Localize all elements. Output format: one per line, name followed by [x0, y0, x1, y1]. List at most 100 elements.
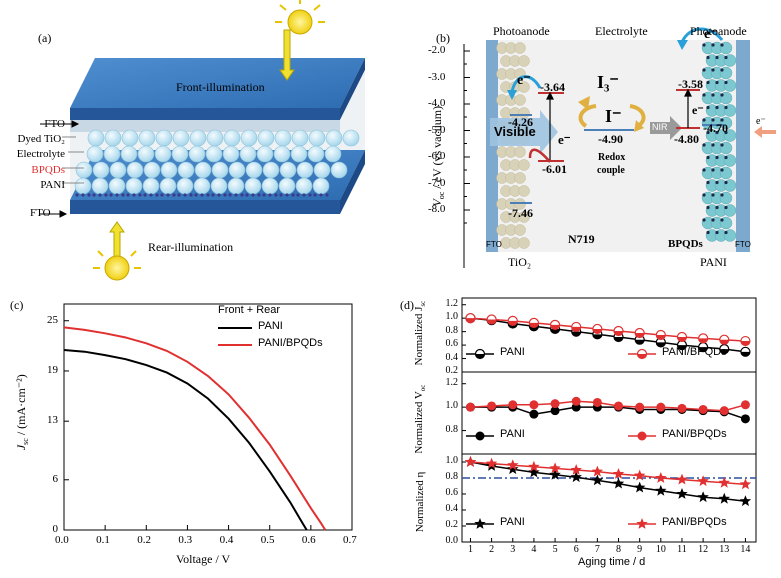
- d-series-markers: [465, 313, 751, 347]
- electron-label-right: e⁻: [692, 103, 704, 117]
- rear-sun-icon: [93, 221, 141, 281]
- c-series-line: [63, 326, 327, 531]
- d-point: [487, 401, 497, 411]
- panel-d: (d) Normalized Jsc Normalized Voc Normal…: [390, 290, 781, 573]
- d-series-markers: [465, 396, 750, 416]
- level-6.01: -6.01: [542, 162, 567, 176]
- d-legend-label: PANI/BPQDs: [662, 428, 727, 440]
- fto-right-label: FTO: [735, 240, 751, 249]
- panel-b: (b) Photoanode Electrolyte Photoanode Vo…: [390, 0, 781, 285]
- d-y-tick-label: 1.0: [445, 400, 459, 412]
- d-legend-label: PANI/BPQDs: [662, 516, 727, 528]
- fto-left-label: FTO: [486, 240, 502, 249]
- level-7.46: -7.46: [508, 206, 533, 220]
- c-plot-frame: [63, 303, 353, 531]
- d-point: [485, 457, 498, 469]
- d-point: [739, 495, 752, 507]
- d-point: [550, 399, 560, 409]
- d-legend-label: PANI: [500, 346, 525, 358]
- b-y-tick-label: -3.0: [428, 70, 446, 83]
- panel-label-a: (a): [38, 31, 52, 45]
- c-legend-label: PANI: [258, 320, 283, 332]
- d-point: [614, 401, 624, 411]
- d-point: [529, 400, 539, 410]
- d-point: [591, 465, 604, 477]
- d-y-tick-label: 0.2: [445, 365, 459, 376]
- d-x-tick-label: 13: [719, 544, 730, 555]
- c-y-tick-label: 0: [52, 523, 59, 535]
- d-x-tick-label: 14: [740, 544, 751, 555]
- panel-a: (a) Front-illumination Rear-illumination…: [0, 0, 390, 285]
- d-point: [634, 469, 646, 481]
- d-point: [612, 477, 625, 489]
- front-illumination-label: Front-illumination: [176, 80, 265, 94]
- d-point: [719, 406, 729, 416]
- d-point: [549, 462, 561, 474]
- level-3.64: -3.64: [540, 80, 565, 94]
- iodide-label: I⁻: [605, 106, 622, 126]
- d-y-tick-label: 0.6: [445, 338, 459, 350]
- level-4.70: -4.70: [703, 121, 728, 135]
- b-y-tick-label: -4.0: [428, 97, 446, 109]
- d-point: [592, 397, 602, 407]
- c-legend-title: Front + Rear: [218, 304, 281, 316]
- d-point: [718, 492, 730, 504]
- d-point: [549, 468, 561, 480]
- layer-dyed-tio2: Dyed TiO₂: [17, 133, 65, 146]
- c-x-tick-label: 0.5: [260, 534, 275, 546]
- d-point: [550, 406, 560, 416]
- d-point: [508, 400, 518, 410]
- d-point: [655, 484, 667, 496]
- level-3.58: -3.58: [678, 77, 703, 91]
- d-point: [507, 459, 519, 471]
- d-legend-marker: [636, 518, 648, 529]
- d-x-axis-title: Aging time / d: [578, 556, 646, 568]
- d-legend-label: PANI: [500, 516, 525, 528]
- electrolyte-label: Electrolyte: [595, 24, 648, 38]
- d-point: [697, 475, 709, 487]
- d-y-tick-label: 0.4: [445, 503, 459, 514]
- d-y-tick-label: 0.0: [445, 535, 459, 546]
- d-point: [740, 400, 750, 410]
- d-point: [612, 468, 625, 479]
- d-point: [677, 403, 687, 413]
- d-x-tick-label: 4: [531, 544, 537, 555]
- c-x-tick-label: 0.2: [137, 534, 152, 546]
- d-point: [697, 491, 709, 503]
- layer-pani: PANI: [40, 178, 65, 191]
- d-point: [676, 488, 688, 499]
- front-sun-icon: [275, 0, 325, 81]
- c-x-tick-label: 0.6: [301, 534, 316, 546]
- fto-right-bar: [736, 40, 750, 252]
- d-y-tick-label: 1.0: [445, 455, 459, 466]
- d-point: [528, 460, 540, 472]
- b-y-tick-label: -8.0: [428, 203, 446, 215]
- electron-label-edge: e⁻: [756, 116, 766, 127]
- d-point: [507, 463, 519, 475]
- electron-label-top: e⁻: [704, 27, 718, 42]
- d-point: [698, 404, 708, 414]
- d-point: [464, 456, 477, 467]
- b-y-tick-label: -7.0: [428, 176, 446, 189]
- electron-label-left: e⁻: [517, 73, 531, 88]
- layer-fto-top: FTO: [44, 118, 65, 130]
- d-legend-label: PANI/BPQDs: [662, 346, 727, 358]
- stability-chart: [461, 297, 757, 543]
- photoanode-left-label: Photoanode: [493, 24, 550, 38]
- c-y-axis-title: Jsc / (mA·cm⁻²): [13, 374, 31, 451]
- d-series-markers: [464, 456, 752, 490]
- d-plot-frame: [461, 297, 757, 543]
- level-4.90: -4.90: [598, 132, 623, 146]
- d-point: [740, 414, 750, 424]
- d-y-tick-label: 0.4: [445, 351, 459, 363]
- d-y-tick-label: 1.2: [445, 297, 459, 309]
- layer-labels: FTO Dyed TiO₂ Electrolyte BPQDs PANI: [10, 117, 65, 193]
- n719-label: N719: [568, 232, 595, 246]
- panel-label-c: (c): [10, 298, 24, 312]
- b-y-tick-label: -5.0: [428, 123, 446, 136]
- c-x-tick-label: 0.3: [178, 534, 193, 546]
- d-y-tick-label: 0.8: [445, 324, 459, 336]
- nir-label: NIR: [652, 122, 668, 132]
- tio2-label: TiO₂: [508, 255, 532, 269]
- c-x-tick-label: 0.4: [219, 534, 234, 546]
